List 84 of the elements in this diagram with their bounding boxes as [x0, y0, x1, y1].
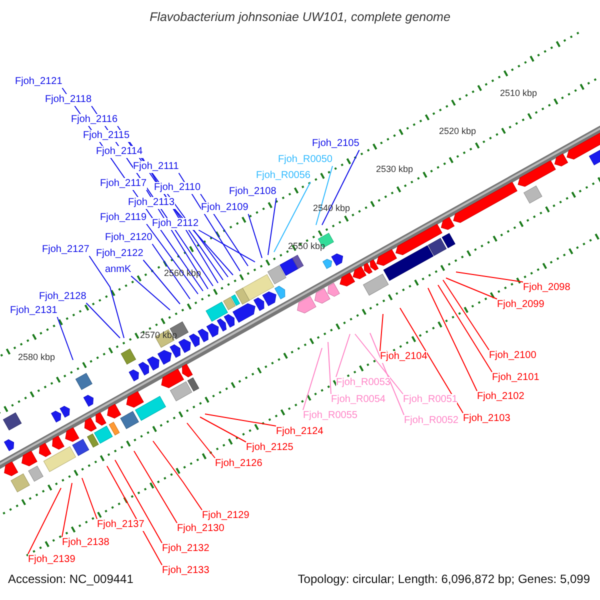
gene-label: Fjoh_R0056 [256, 170, 310, 181]
gene-label: Fjoh_2101 [492, 372, 540, 383]
scale-label: 2520 kbp [439, 126, 476, 137]
leader-line [82, 478, 98, 520]
accession-text: Accession: NC_009441 [8, 574, 134, 585]
leader-line [446, 278, 498, 300]
leader-line [56, 316, 74, 360]
gene-label: Fjoh_2137 [97, 519, 144, 530]
gene-label: Fjoh_2127 [42, 244, 90, 255]
leader-line [146, 224, 198, 294]
gene-label: Fjoh_2115 [83, 130, 130, 141]
gene-label: Fjoh_R0052 [404, 415, 458, 426]
gene-label: Fjoh_2112 [152, 218, 199, 229]
gene-label: Fjoh_2132 [162, 543, 210, 554]
leader-line [248, 214, 262, 258]
leader-line [322, 150, 360, 226]
leader-line [456, 272, 524, 282]
gene-label: Fjoh_2117 [100, 178, 147, 189]
leader-line [134, 450, 178, 524]
leader-line [370, 332, 404, 416]
gene-label: Fjoh_2133 [162, 565, 210, 576]
gene-label: Fjoh_2109 [201, 202, 248, 213]
gene-label: Fjoh_2128 [39, 291, 86, 302]
leader-line [336, 334, 350, 378]
leader-line [86, 302, 120, 338]
leader-line [28, 488, 62, 554]
genome-info-text: Topology: circular; Length: 6,096,872 bp; Genes: 5,099 [298, 574, 590, 585]
gene-label: Fjoh_2126 [215, 458, 262, 469]
gene-label: Fjoh_2099 [497, 299, 544, 310]
gene-label: Fjoh_2098 [523, 282, 570, 293]
gene-label: Fjoh_2103 [463, 413, 510, 424]
gene-label: Fjoh_2130 [177, 523, 224, 534]
gene-label: Fjoh_2113 [128, 197, 175, 208]
leader-line [302, 348, 322, 410]
gene-label: Fjoh_2114 [96, 146, 143, 157]
leader-line [130, 276, 170, 310]
leader-line [114, 460, 162, 544]
gene-label: Fjoh_2121 [15, 76, 62, 87]
leader-line [438, 284, 492, 372]
gene-label: Fjoh_2104 [380, 351, 428, 362]
gene-label: Fjoh_2139 [28, 554, 76, 565]
leader-line [428, 288, 478, 392]
gene-label: Fjoh_2122 [96, 248, 144, 259]
gene-label: Fjoh_2116 [71, 114, 118, 125]
leader-line [198, 230, 256, 262]
leader-line [152, 440, 202, 510]
leader-line [106, 466, 162, 566]
leader-line [268, 198, 277, 256]
gene-label: anmK [105, 264, 132, 275]
gene-label: Fjoh_2118 [45, 94, 92, 105]
gene-label: Fjoh_2125 [246, 442, 294, 453]
gene-label: Fjoh_2100 [489, 350, 536, 361]
diagram-title: Flavobacterium johnsoniae UW101, complete genome [148, 10, 452, 24]
scale-label: 2510 kbp [500, 88, 538, 99]
gene-label: Fjoh_2124 [276, 426, 324, 437]
leader-line [380, 314, 384, 352]
gene-label: Fjoh_2105 [312, 138, 360, 149]
gene-label: Fjoh_2108 [229, 186, 276, 197]
gene-label: Fjoh_2111 [133, 161, 179, 172]
gene-label: Fjoh_R0053 [336, 377, 390, 388]
gene-label: Fjoh_R0055 [303, 410, 358, 421]
gene-label: Fjoh_2119 [100, 212, 147, 223]
gene-label: Fjoh_2131 [10, 305, 58, 316]
leader-line [328, 342, 332, 394]
leader-line [354, 334, 404, 394]
leader-line [186, 422, 216, 458]
leader-line [200, 416, 246, 442]
leader-line [142, 260, 180, 304]
gene-label: Fjoh_R0050 [278, 154, 332, 165]
gene-label: Fjoh_2110 [154, 182, 201, 193]
gene-label: Fjoh_2102 [477, 391, 524, 402]
leader-line [274, 182, 311, 252]
gene-label: Fjoh_2129 [202, 510, 250, 521]
scale-label: 2580 kbp [18, 352, 56, 363]
gene-label: Fjoh_R0054 [331, 394, 386, 405]
scale-label: 2530 kbp [376, 164, 414, 175]
leader-line [88, 256, 124, 338]
leader-line [400, 308, 464, 414]
leader-line [62, 482, 72, 538]
leader-line [442, 280, 490, 350]
gene-label: Fjoh_2138 [62, 537, 110, 548]
gene-label: Fjoh_2120 [105, 232, 152, 243]
gene-label: Fjoh_R0051 [403, 394, 458, 405]
leader-line [204, 414, 276, 426]
